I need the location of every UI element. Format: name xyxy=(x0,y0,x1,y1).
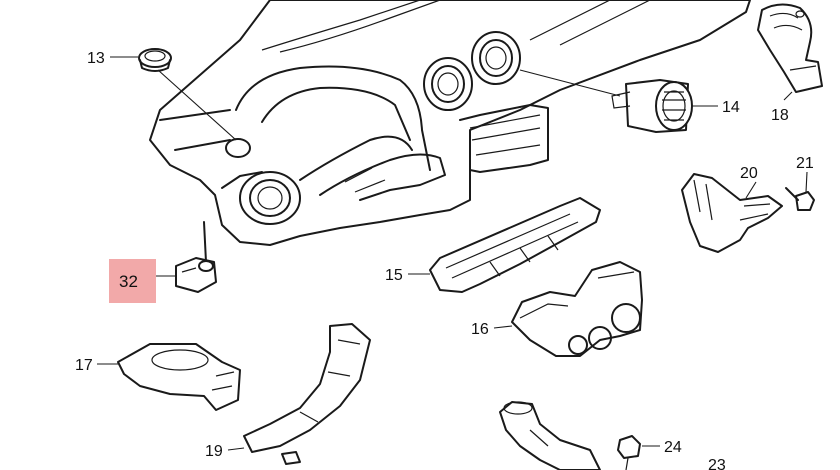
callout-20: 20 xyxy=(740,165,758,182)
sensor-32[interactable] xyxy=(175,221,217,293)
grommet[interactable] xyxy=(138,48,172,72)
callout-21: 21 xyxy=(796,155,814,172)
duct-19[interactable] xyxy=(243,323,371,465)
air-distributor-16[interactable] xyxy=(511,261,643,357)
duct-23[interactable] xyxy=(499,401,601,470)
callout-17: 17 xyxy=(75,357,93,374)
callout-23: 23 xyxy=(708,457,726,470)
callout-16: 16 xyxy=(471,321,489,338)
duct-17[interactable] xyxy=(117,343,241,411)
callout-19: 19 xyxy=(205,443,223,460)
callout-24: 24 xyxy=(664,439,682,456)
callout-14: 14 xyxy=(722,99,740,116)
callout-15: 15 xyxy=(385,267,403,284)
vent-bracket-20[interactable] xyxy=(681,173,783,253)
clip-24[interactable] xyxy=(617,435,641,470)
dashboard-panel[interactable] xyxy=(149,0,751,246)
callout-13: 13 xyxy=(87,50,105,67)
callout-32: 32 xyxy=(119,272,138,291)
air-duct-15[interactable] xyxy=(429,197,601,293)
vent-duct-18[interactable] xyxy=(757,3,823,93)
highlight-box xyxy=(109,259,156,303)
callout-18: 18 xyxy=(771,107,789,124)
side-air-vent[interactable] xyxy=(611,79,693,133)
screw-21[interactable] xyxy=(785,187,815,211)
